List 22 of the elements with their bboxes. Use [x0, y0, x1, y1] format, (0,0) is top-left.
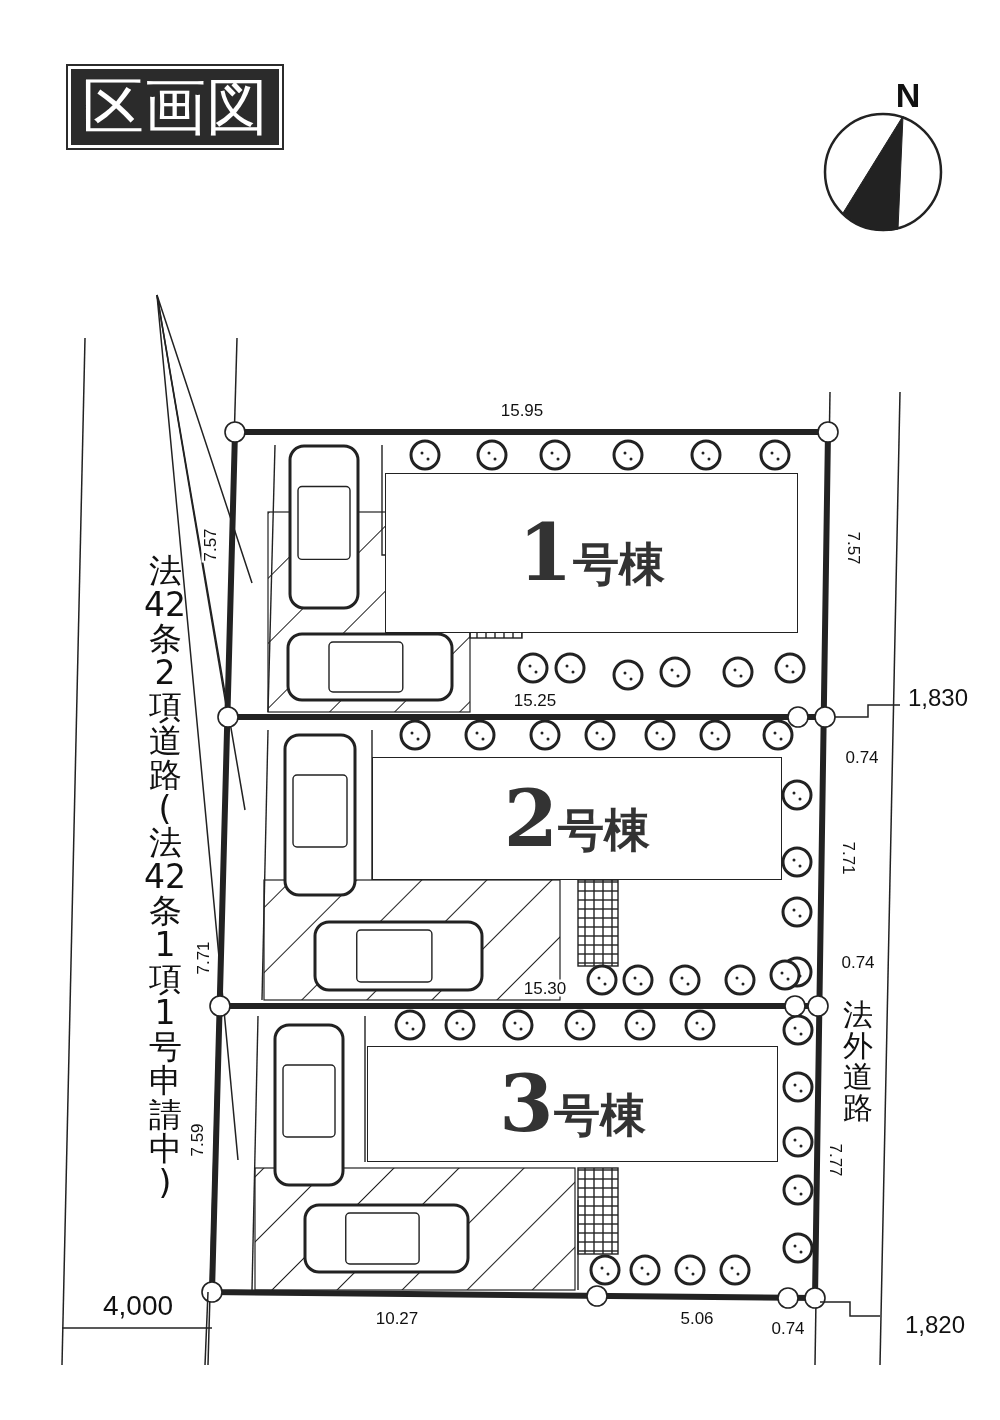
title-banner: 区画図: [68, 66, 282, 148]
dimension-label: 7.59: [188, 1122, 206, 1158]
road-label: 法42条2項道路(法42条1項1号申請中): [143, 554, 187, 1200]
building-footprint: [367, 1046, 778, 1162]
dimension-label: 5.06: [679, 1309, 715, 1327]
dimension-label: 0.74: [844, 748, 880, 766]
road-label: 法外道路: [842, 1000, 874, 1124]
building-label: 1号棟: [518, 514, 665, 592]
dimension-label: 7.57: [201, 527, 219, 563]
dimension-label: 1,820: [903, 1313, 967, 1337]
dimension-label: 15.95: [499, 401, 545, 419]
building-label: 3号棟: [499, 1065, 646, 1143]
dimension-label: 15.30: [522, 979, 568, 997]
dimension-label: 7.71: [194, 940, 212, 976]
dimension-label: 10.27: [374, 1309, 420, 1327]
building-footprint: [385, 473, 798, 633]
dimension-label: 0.74: [840, 953, 876, 971]
building-footprint: [372, 757, 782, 880]
dimension-label: 15.25: [512, 691, 558, 709]
dimension-label: 0.74: [770, 1319, 806, 1337]
building-label: 2号棟: [503, 779, 651, 858]
dimension-label: 1,830: [906, 686, 970, 710]
